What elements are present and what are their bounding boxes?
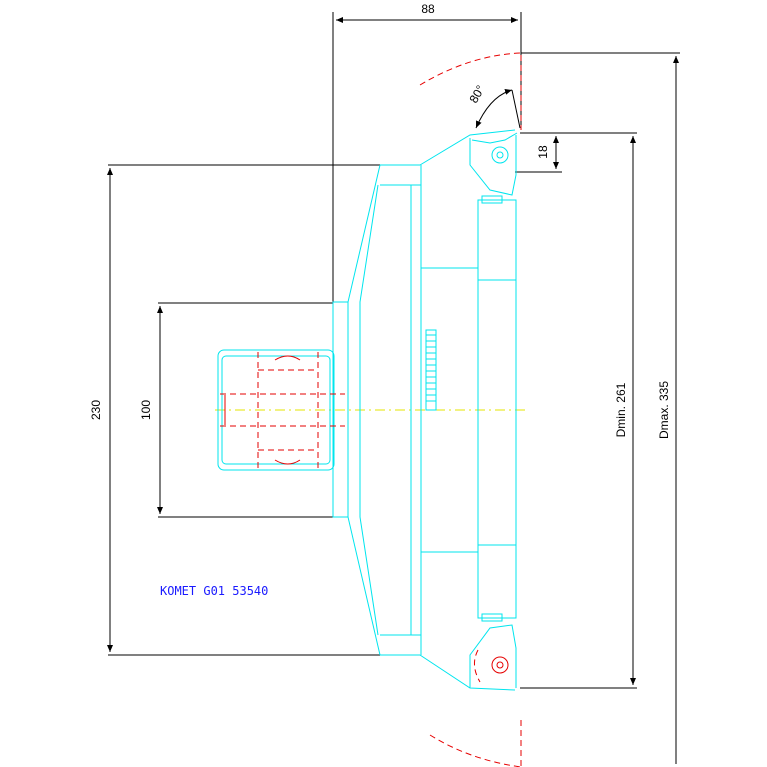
drawing-title: KOMET G01 53540	[160, 584, 268, 598]
dim-100-label: 100	[139, 400, 153, 420]
dim-dmax-label: Dmax. 335	[657, 381, 671, 439]
dim-88-label: 88	[421, 2, 435, 16]
dim-230-label: 230	[89, 400, 103, 420]
dim-dmin-label: Dmin. 261	[614, 382, 628, 437]
cutter-body	[217, 129, 518, 691]
dimension-lines	[107, 12, 680, 764]
dim-80deg-label: 80°	[466, 83, 487, 106]
hidden-lines	[220, 52, 522, 767]
dim-18-label: 18	[536, 145, 550, 159]
serration	[425, 329, 437, 411]
